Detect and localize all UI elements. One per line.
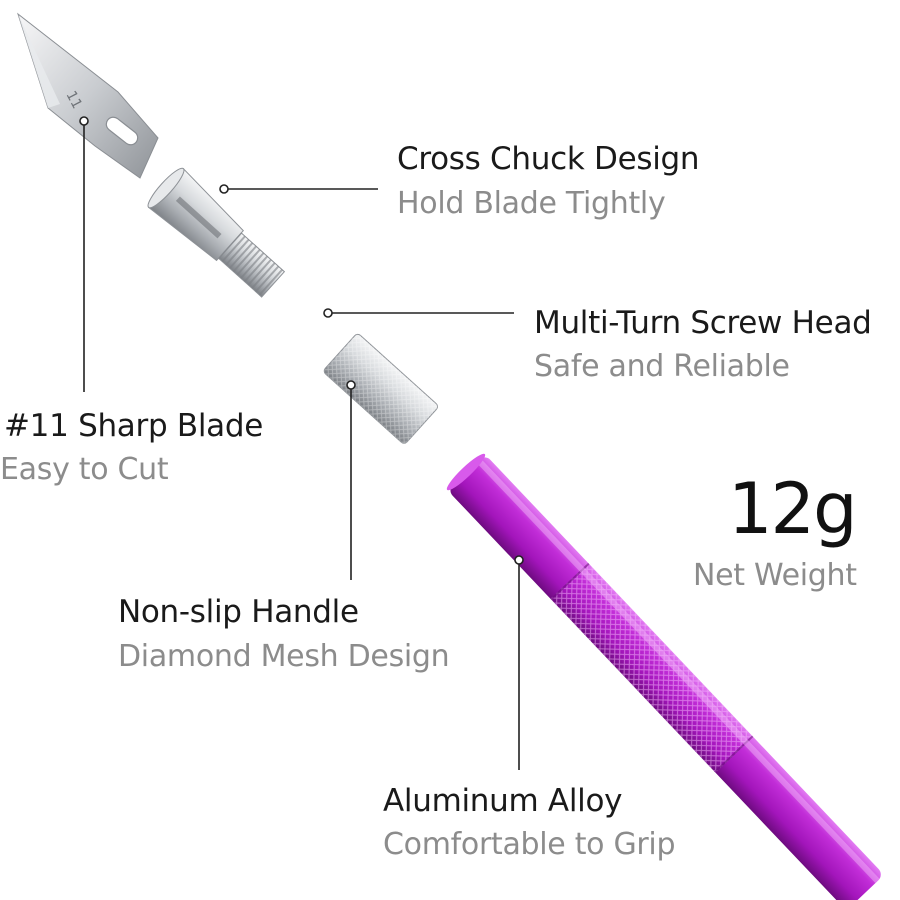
alloy-subtitle: Comfortable to Grip [383, 827, 676, 862]
non-slip-subtitle: Diamond Mesh Design [118, 639, 450, 674]
sharp-blade-title: #11 Sharp Blade [4, 408, 264, 444]
dot-cross-chuck [219, 184, 229, 194]
screw-head-subtitle: Safe and Reliable [534, 349, 790, 384]
blade-slot [105, 116, 139, 146]
blade: 11 [17, 12, 159, 179]
screw-head-title: Multi-Turn Screw Head [534, 305, 872, 341]
cross-chuck-title: Cross Chuck Design [397, 141, 700, 177]
dot-screw-head [323, 308, 333, 318]
alloy-title: Aluminum Alloy [383, 783, 623, 819]
leader-dots [79, 116, 524, 565]
weight-label: Net Weight [693, 558, 857, 593]
blade-marking: 11 [62, 88, 84, 111]
collet-nut [323, 333, 438, 444]
weight-value: 12g [728, 468, 858, 550]
leader-lines [83, 121, 520, 770]
handle [446, 453, 881, 900]
cross-chuck-subtitle: Hold Blade Tightly [397, 186, 666, 221]
dot-alloy [514, 555, 524, 565]
non-slip-title: Non-slip Handle [118, 594, 359, 630]
sharp-blade-subtitle: Easy to Cut [0, 452, 169, 487]
dot-non-slip [346, 380, 356, 390]
cross-chuck [147, 167, 286, 298]
dot-sharp-blade [79, 116, 89, 126]
